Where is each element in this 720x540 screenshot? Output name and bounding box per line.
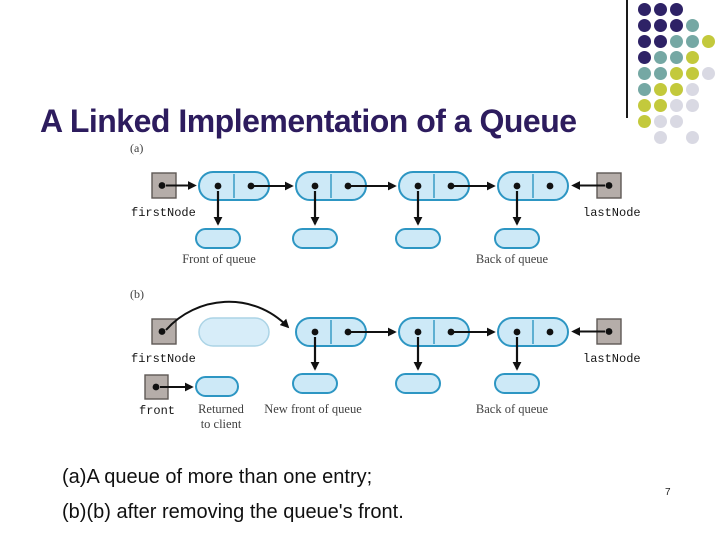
decor-dot [638,51,651,64]
decor-dot [686,35,699,48]
decor-dot [654,35,667,48]
data-objects-a [195,228,540,249]
pointer-dot [605,182,613,189]
decor-dot [654,115,667,128]
returned-label-line1: Returned [198,402,245,416]
decor-dot [638,19,651,32]
decor-dot [670,35,683,48]
pointer-dot [605,328,613,335]
front-label: front [139,404,175,418]
decor-dot [686,83,699,96]
data-object [494,373,540,394]
decor-dot [670,115,683,128]
vertical-divider-line [626,0,628,118]
figure-part-b: (b) [130,287,641,431]
decor-dot [670,51,683,64]
first-node-bypass-arrow [165,300,290,331]
queue-nodes-a [198,171,569,201]
decor-dot [686,51,699,64]
decor-dot [654,19,667,32]
decor-dot [702,67,715,80]
decor-dot [670,67,683,80]
last-node-label-a: lastNode [583,206,641,220]
returned-data-object [195,376,239,397]
decor-dot [670,83,683,96]
data-object [292,228,338,249]
last-node-label-b: lastNode [583,352,641,366]
pointer-dot [158,328,166,335]
decor-dot [702,35,715,48]
decor-dot [686,19,699,32]
decor-dot [670,3,683,16]
new-front-of-queue-label: New front of queue [264,402,362,416]
data-object [395,228,441,249]
decor-dot [638,35,651,48]
decor-dot [686,67,699,80]
data-object [494,228,540,249]
data-object [292,373,338,394]
decor-dot [654,99,667,112]
first-node-label-a: firstNode [131,206,196,220]
data-arrows-b [310,337,522,371]
data-arrows-a [213,191,522,226]
part-b-label: (b) [130,287,144,301]
pointer-dot [152,383,160,391]
back-of-queue-label-b: Back of queue [476,402,549,416]
figure-part-a: (a) [130,141,641,266]
decor-dot [670,19,683,32]
decor-dot [654,3,667,16]
pointer-dot [158,182,166,189]
decor-dot [654,51,667,64]
decor-dot [686,131,699,144]
caption-part-a: (a)A queue of more than one entry; [62,466,373,488]
back-of-queue-label-a: Back of queue [476,252,549,266]
caption-part-b: (b)(b) after removing the queue's front. [62,501,404,523]
page-number: 7 [665,487,671,498]
removed-node-ghost [198,317,270,347]
front-of-queue-label: Front of queue [182,252,256,266]
first-node-label-b: firstNode [131,352,196,366]
decor-dot [654,83,667,96]
decor-dot [686,99,699,112]
data-object [395,373,441,394]
decor-dot [670,99,683,112]
node-reference-dots-a [214,182,554,190]
decor-dot [654,67,667,80]
part-a-label: (a) [130,141,143,155]
returned-label-line2: to client [201,417,242,431]
queue-nodes-b [295,317,569,347]
queue-figure: (a) [130,141,641,431]
decor-dot [638,67,651,80]
slide-title: A Linked Implementation of a Queue [40,103,577,140]
decor-dot [654,131,667,144]
decor-dot [638,83,651,96]
data-objects-b [292,373,540,394]
data-object [195,228,241,249]
decor-dot [638,3,651,16]
